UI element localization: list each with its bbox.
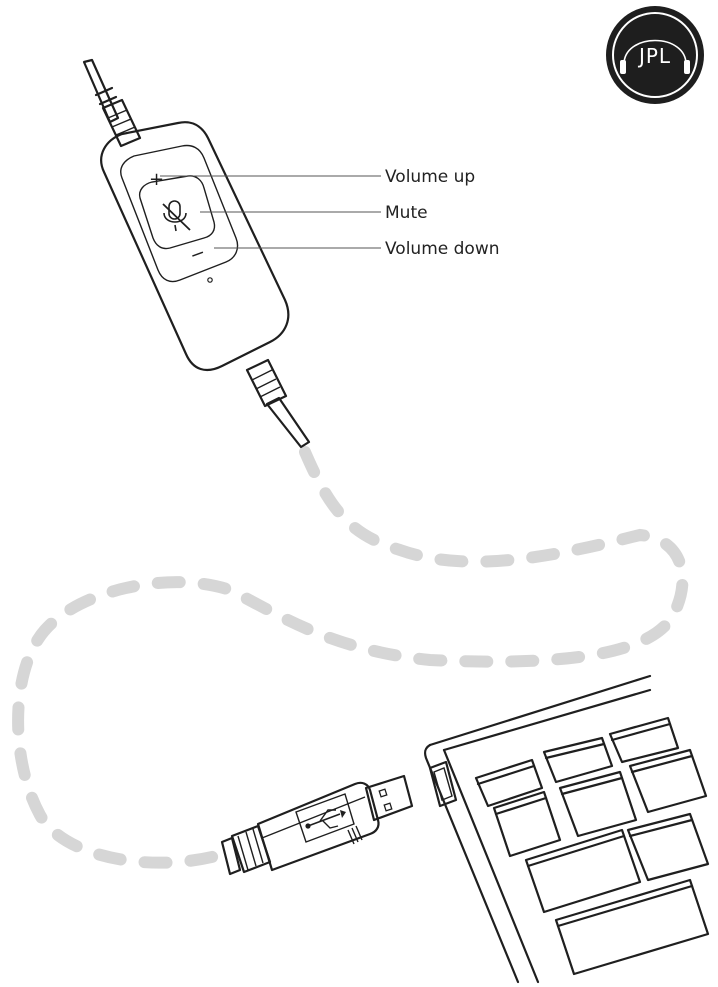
- volume-down-symbol: −: [187, 242, 208, 267]
- laptop: [423, 674, 710, 984]
- callout-volume-down: Volume down: [385, 239, 500, 259]
- keyboard-keys: [474, 716, 710, 976]
- cable-path: [12, 446, 689, 869]
- callout-mute: Mute: [385, 203, 428, 223]
- inline-remote: + −: [82, 58, 311, 449]
- callouts: Volume up Mute Volume down: [160, 167, 500, 259]
- usb-plug: [220, 774, 414, 876]
- jpl-logo: JPL: [606, 6, 704, 104]
- callout-volume-up: Volume up: [385, 167, 475, 187]
- usb-symbol-icon: [305, 809, 346, 829]
- logo-text: JPL: [637, 44, 671, 68]
- mute-mic-icon: [162, 200, 191, 232]
- led-indicator: [207, 277, 213, 283]
- volume-up-symbol: +: [149, 169, 164, 190]
